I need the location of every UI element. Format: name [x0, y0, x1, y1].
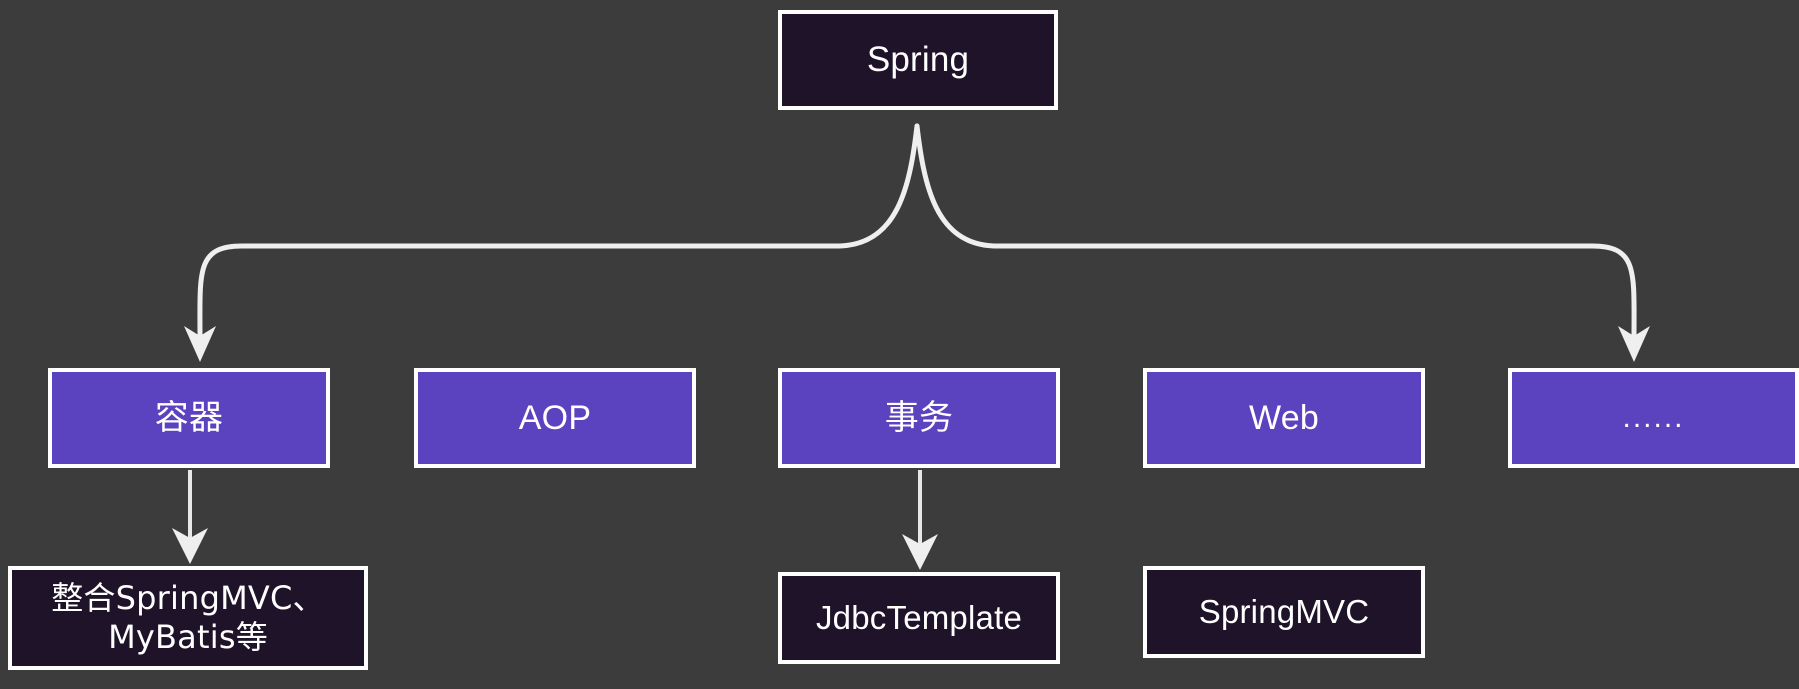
node-root-spring[interactable]: Spring	[778, 10, 1058, 110]
node-module-more[interactable]: ......	[1508, 368, 1799, 468]
node-module-transaction-label: 事务	[884, 397, 954, 438]
node-detail-integration-label-line1: 整合SpringMVC、	[51, 578, 325, 617]
node-detail-integration-label-line2: MyBatis等	[108, 618, 268, 656]
node-module-web[interactable]: Web	[1143, 368, 1425, 468]
detail-arrowhead-container	[172, 528, 208, 564]
node-detail-integration-text: 整合SpringMVC、 MyBatis等	[51, 579, 325, 657]
node-module-aop-label: AOP	[518, 398, 592, 437]
node-detail-springmvc-label: SpringMVC	[1198, 592, 1370, 630]
node-module-web-label: Web	[1249, 398, 1319, 437]
node-module-more-label: ......	[1622, 401, 1685, 435]
branch-edge-right	[914, 123, 1637, 341]
branch-arrowhead-right	[1618, 326, 1650, 362]
node-detail-jdbctemplate[interactable]: JdbcTemplate	[778, 572, 1060, 664]
node-module-aop[interactable]: AOP	[414, 368, 696, 468]
node-detail-jdbctemplate-label: JdbcTemplate	[815, 598, 1022, 636]
node-detail-springmvc[interactable]: SpringMVC	[1143, 566, 1425, 658]
detail-arrowhead-transaction	[902, 534, 938, 570]
node-root-spring-label: Spring	[866, 40, 970, 80]
node-module-container[interactable]: 容器	[48, 368, 330, 468]
node-module-container-label: 容器	[154, 397, 224, 438]
node-module-transaction[interactable]: 事务	[778, 368, 1060, 468]
branch-arrowhead-left	[184, 326, 216, 362]
node-detail-integration[interactable]: 整合SpringMVC、 MyBatis等	[8, 566, 368, 670]
branch-edge-left	[197, 123, 920, 341]
